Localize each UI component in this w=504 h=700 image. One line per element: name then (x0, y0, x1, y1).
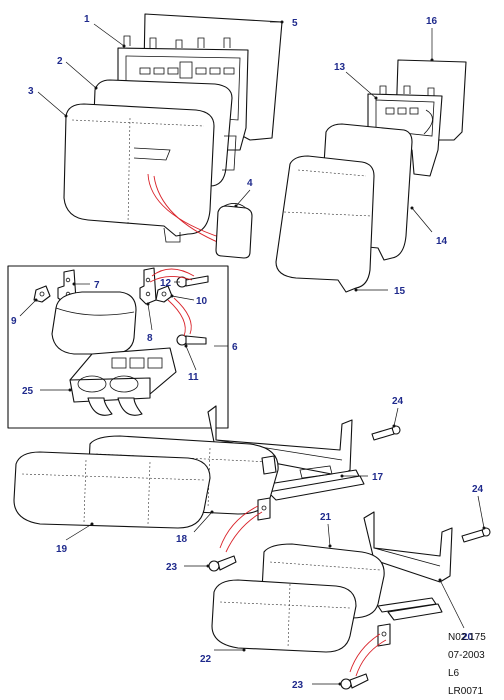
callout-17: 17 (372, 472, 384, 483)
reference-block: N02.175 07-2003 L6 LR0071 (448, 632, 486, 697)
seat-frame-17 (207, 405, 365, 501)
reference-date: 07-2003 (448, 650, 485, 661)
seat-back-cover-3 (63, 103, 237, 243)
callout-4: 4 (247, 178, 253, 189)
callout-3: 3 (28, 86, 34, 97)
seat-back-cover-15 (275, 155, 375, 293)
bolt-23-lower (340, 673, 369, 690)
bolt-24-upper (371, 425, 401, 441)
callout-20: 20 (462, 632, 474, 643)
callout-23-upper: 23 (166, 562, 178, 573)
callout-24-lower: 24 (472, 484, 484, 495)
seat-frame-20 (363, 511, 453, 621)
screw-12 (176, 275, 209, 288)
hose-23-upper (219, 505, 263, 553)
bolt-24-lower (461, 527, 491, 543)
seat-cushion-22 (211, 579, 357, 653)
hose-23-lower (349, 633, 387, 677)
callout-12: 12 (160, 278, 172, 289)
reference-drawing: LR0071 (448, 686, 483, 697)
bolt-23-upper (208, 555, 237, 572)
leader-lines (19, 20, 486, 686)
callout-5: 5 (292, 18, 298, 29)
callout-2: 2 (57, 56, 63, 67)
callout-19: 19 (56, 544, 68, 555)
callout-24-upper: 24 (392, 396, 404, 407)
callout-14: 14 (436, 236, 448, 247)
pad-4 (215, 203, 253, 259)
callout-25: 25 (22, 386, 34, 397)
callout-8: 8 (147, 333, 153, 344)
callout-18: 18 (176, 534, 188, 545)
armrest-6 (51, 291, 137, 355)
callout-7: 7 (94, 280, 100, 291)
hose-4 (147, 173, 223, 245)
bracket-9 (33, 285, 51, 303)
callout-9: 9 (11, 316, 17, 327)
reference-code: N02.175 (448, 632, 486, 643)
bracket-8 (139, 267, 157, 305)
callout-16: 16 (426, 16, 438, 27)
reference-model: L6 (448, 668, 460, 679)
callout-10: 10 (196, 296, 208, 307)
seat-cushion-19 (13, 451, 211, 529)
callout-labels: 1 2 3 4 5 6 7 8 9 10 11 12 13 14 15 16 1… (11, 14, 484, 691)
callout-22: 22 (200, 654, 212, 665)
callout-11: 11 (188, 372, 199, 383)
bracket-18 (257, 497, 271, 521)
bracket-10 (155, 285, 173, 303)
callout-13: 13 (334, 62, 346, 73)
callout-6: 6 (232, 342, 238, 353)
callout-1: 1 (84, 14, 90, 25)
callout-23-lower: 23 (292, 680, 304, 691)
screw-11 (176, 334, 207, 346)
callout-15: 15 (394, 286, 406, 297)
callout-21: 21 (320, 512, 332, 523)
arm-hoses (149, 268, 195, 337)
cup-holder-25 (69, 347, 177, 416)
bracket-22 (377, 623, 391, 647)
